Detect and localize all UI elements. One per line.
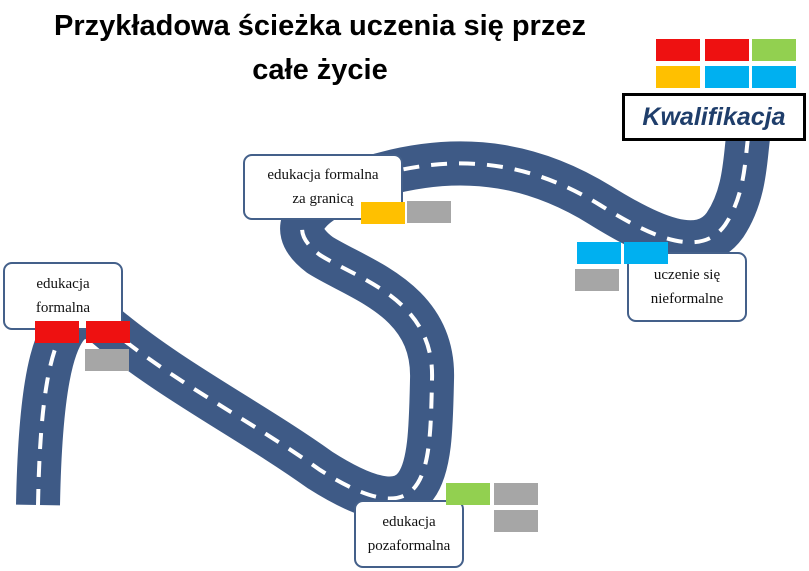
credit-block-yellow — [656, 66, 700, 88]
credit-block-blue — [705, 66, 749, 88]
credit-block-red — [705, 39, 749, 61]
credit-block-green — [446, 483, 490, 505]
station-formal-education: edukacja formalna — [3, 262, 123, 330]
credit-block-green — [752, 39, 796, 61]
credit-block-red — [86, 321, 130, 343]
qualification-label: Kwalifikacja — [642, 102, 786, 131]
credit-block-gray — [407, 201, 451, 223]
credit-block-gray — [575, 269, 619, 291]
credit-block-red — [656, 39, 700, 61]
qualification-box: Kwalifikacja — [622, 93, 806, 141]
station-label-line-2: nieformalne — [650, 291, 724, 307]
credit-block-blue — [624, 242, 668, 264]
station-label-line-1: edukacja — [382, 514, 436, 530]
station-label-line-2: formalna — [35, 300, 91, 316]
credit-block-gray — [85, 349, 129, 371]
credit-block-blue — [752, 66, 796, 88]
station-informal-learning: uczenie się nieformalne — [627, 252, 747, 322]
credit-block-red — [35, 321, 79, 343]
station-label-line-2: za granicą — [292, 191, 354, 207]
station-label-line-1: edukacja — [36, 276, 90, 292]
credit-block-gray — [494, 483, 538, 505]
title-line-2: całe życie — [252, 54, 388, 86]
credit-block-gray — [494, 510, 538, 532]
station-label-line-1: edukacja formalna — [267, 167, 379, 183]
road-center-dashes — [36, 137, 750, 506]
diagram-title: Przykładowa ścieżka uczenia się przez ca… — [0, 4, 640, 92]
station-label-line-1: uczenie się — [653, 267, 721, 283]
credit-block-blue — [577, 242, 621, 264]
title-line-1: Przykładowa ścieżka uczenia się przez — [54, 10, 586, 42]
credit-block-yellow — [361, 202, 405, 224]
station-label-line-2: pozaformalna — [367, 538, 451, 554]
station-nonformal-education: edukacja pozaformalna — [354, 500, 464, 568]
